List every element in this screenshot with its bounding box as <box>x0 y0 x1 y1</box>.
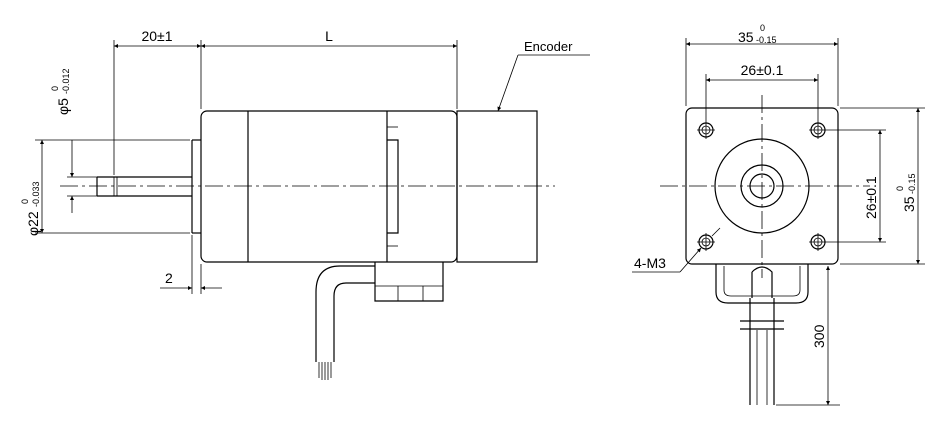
holes-callout: 4-M3 <box>632 227 721 273</box>
connector-block <box>374 262 444 302</box>
shaft-length-label: 20±1 <box>141 28 172 44</box>
height-dim-upper: 0 <box>895 186 905 191</box>
dim-boss-diameter: φ22 0 -0.033 <box>20 139 190 236</box>
height-dim-base: 35 <box>901 196 917 212</box>
width-dim-base: 35 <box>738 29 754 45</box>
dim-shaft-diameter: φ5 0 -0.012 <box>50 68 97 213</box>
dim-hole-spacing-h: 26±0.1 <box>705 62 819 121</box>
end-connector <box>715 264 809 304</box>
dim-flange-height: 35 0 -0.15 <box>840 107 925 265</box>
dim-hole-spacing-v: 26±0.1 <box>827 129 886 243</box>
flange-thickness-label: 2 <box>165 270 173 286</box>
width-dim-lower: -0.15 <box>756 35 777 45</box>
boss-inner-circle <box>740 164 784 208</box>
shaft-dia-upper: 0 <box>50 86 60 91</box>
motor-shaft <box>96 176 192 197</box>
end-cable <box>740 266 784 405</box>
motor-body <box>200 110 458 263</box>
end-view: 35 0 -0.15 26±0.1 26±0.1 35 <box>632 23 925 406</box>
end-flange <box>685 107 839 265</box>
cable-length-label: 300 <box>811 324 827 348</box>
hole-spacing-v-label: 26±0.1 <box>863 176 879 219</box>
motor-boss <box>191 139 201 234</box>
boss-dia-upper: 0 <box>20 199 30 204</box>
dim-cable-length: 300 <box>776 266 840 406</box>
shaft-dia-lower: -0.012 <box>61 68 71 94</box>
width-dim-upper: 0 <box>760 23 765 33</box>
holes-label: 4-M3 <box>634 255 666 271</box>
body-length-label: L <box>325 28 333 44</box>
side-cable <box>315 265 375 380</box>
boss-dia-lower: -0.033 <box>31 181 41 207</box>
boss-dia-base: φ22 <box>25 211 41 236</box>
encoder-callout: Encoder <box>497 39 590 112</box>
dim-shaft-length: 20±1 <box>113 28 202 175</box>
dim-body-length: L <box>201 28 458 109</box>
shaft-dia-base: φ5 <box>55 98 71 115</box>
shaft-circle <box>749 173 775 199</box>
dim-flange-thickness: 2 <box>160 235 222 294</box>
mounting-holes <box>697 121 827 251</box>
encoder-label: Encoder <box>524 39 573 54</box>
boss-outer-circle <box>714 138 810 234</box>
dim-flange-width: 35 0 -0.15 <box>685 23 839 106</box>
side-view: 20±1 L Encoder φ5 0 -0.012 <box>20 28 590 380</box>
height-dim-lower: -0.15 <box>907 173 917 194</box>
hole-spacing-h-label: 26±0.1 <box>741 62 784 78</box>
encoder-housing <box>456 110 538 263</box>
